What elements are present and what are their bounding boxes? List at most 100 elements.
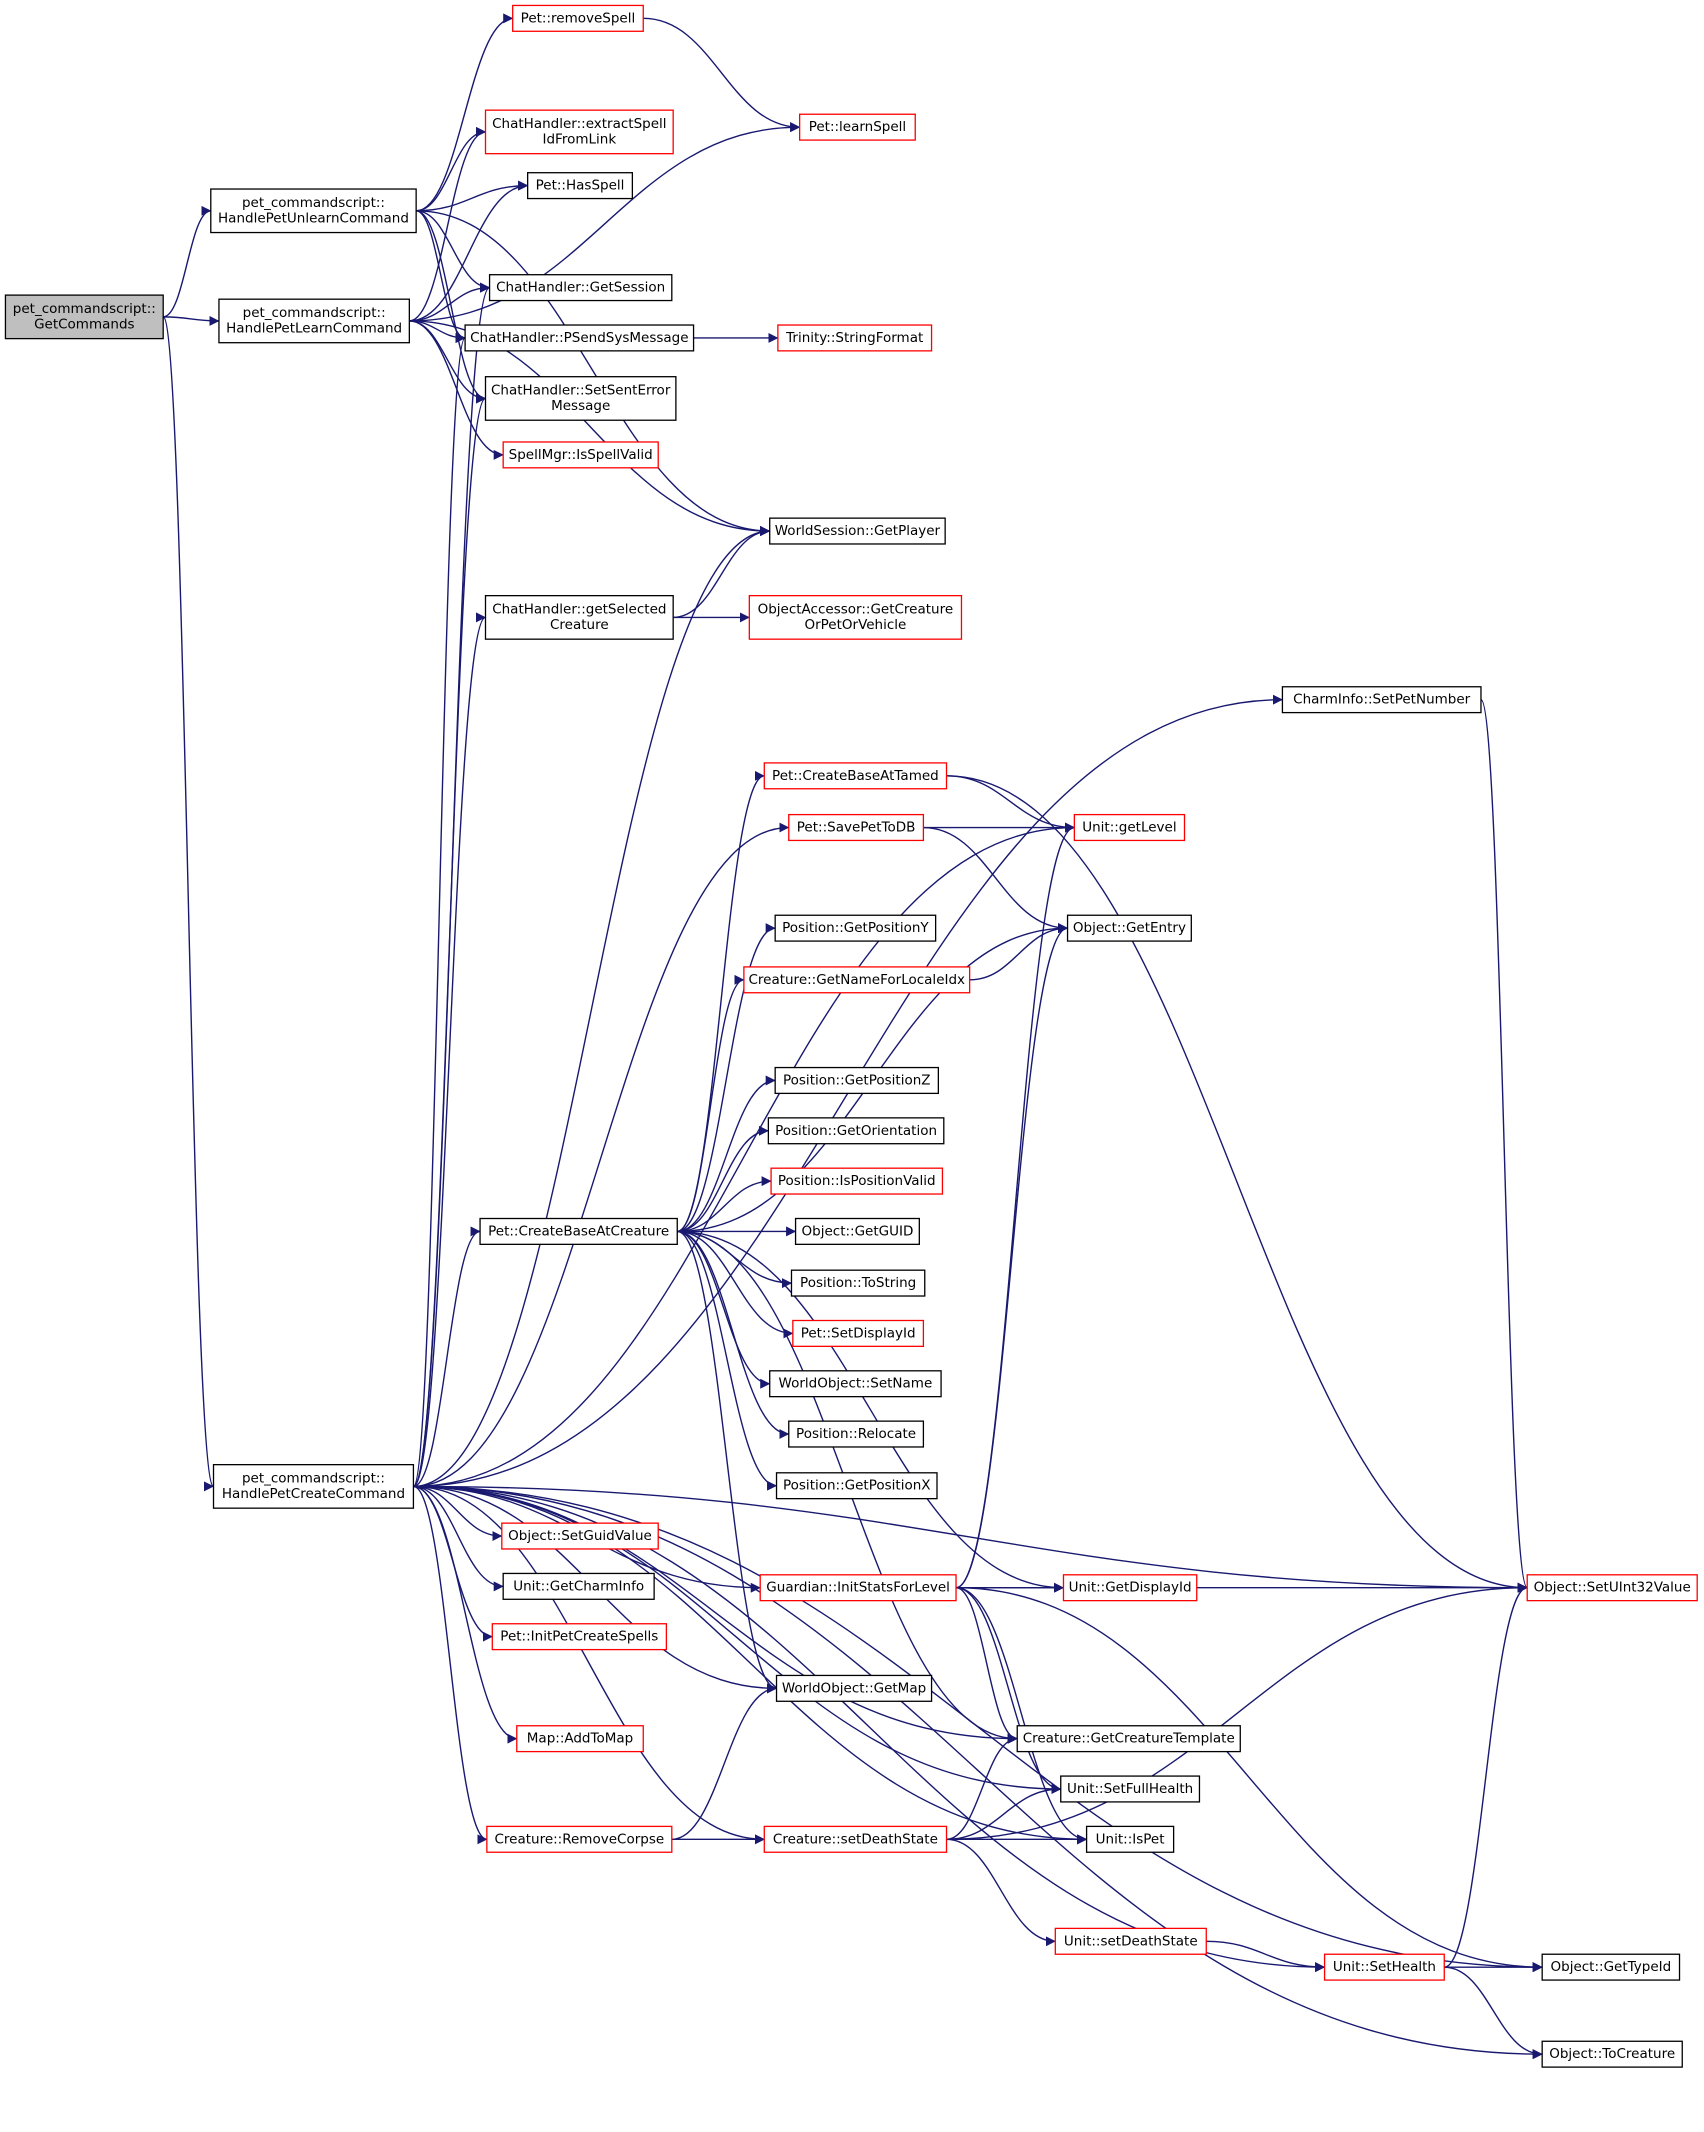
node-posY[interactable]: Position::GetPositionY bbox=[774, 914, 937, 942]
edge-guardianInit-to-getTypeId bbox=[956, 1587, 1543, 1973]
node-label: Object::GetTypeId bbox=[1551, 1959, 1672, 1975]
node-objAcc[interactable]: ObjectAccessor::GetCreatureOrPetOrVehicl… bbox=[748, 595, 963, 640]
node-setHealth[interactable]: Unit::SetHealth bbox=[1323, 1953, 1445, 1981]
node-label: IdFromLink bbox=[543, 132, 617, 148]
edge-setHealth-to-toCreature bbox=[1444, 1966, 1543, 2060]
node-box bbox=[1281, 686, 1482, 714]
node-getMap[interactable]: WorldObject::GetMap bbox=[775, 1674, 933, 1702]
node-box bbox=[788, 1420, 925, 1448]
node-setName[interactable]: WorldObject::SetName bbox=[769, 1370, 942, 1398]
node-box bbox=[491, 1623, 668, 1651]
node-label: Position::GetPositionZ bbox=[783, 1072, 931, 1088]
node-label: Unit::setDeathState bbox=[1064, 1933, 1198, 1949]
node-setUInt32[interactable]: Object::SetUInt32Value bbox=[1526, 1574, 1698, 1602]
node-label: ChatHandler::PSendSysMessage bbox=[470, 330, 688, 346]
node-create[interactable]: pet_commandscript::HandlePetCreateComman… bbox=[212, 1464, 415, 1509]
node-relocate[interactable]: Position::Relocate bbox=[788, 1420, 925, 1448]
node-box bbox=[1526, 1574, 1698, 1602]
edge-guardianInit-to-isPet bbox=[956, 1587, 1088, 1845]
node-box bbox=[794, 1217, 920, 1245]
edge-createBaseCreature-to-createBaseTamed bbox=[677, 770, 765, 1233]
node-getDisplayId[interactable]: Unit::GetDisplayId bbox=[1062, 1574, 1198, 1602]
edge-unlearn-to-psend bbox=[415, 210, 466, 343]
node-setPetNumber[interactable]: CharmInfo::SetPetNumber bbox=[1281, 686, 1482, 714]
node-label: Pet::CreateBaseAtCreature bbox=[488, 1223, 669, 1239]
node-setDisplayId[interactable]: Pet::SetDisplayId bbox=[792, 1319, 925, 1347]
node-label: pet_commandscript:: bbox=[242, 195, 385, 211]
node-isSpellValid[interactable]: SpellMgr::IsSpellValid bbox=[502, 441, 659, 469]
node-label: Position::GetOrientation bbox=[775, 1123, 937, 1139]
edge-removeSpell-to-learnSpell bbox=[643, 17, 801, 133]
node-learnSpell[interactable]: Pet::learnSpell bbox=[798, 113, 916, 141]
node-box bbox=[1062, 1574, 1198, 1602]
node-box bbox=[1085, 1825, 1175, 1853]
node-removeCorpse[interactable]: Creature::RemoveCorpse bbox=[486, 1825, 673, 1853]
node-label: OrPetOrVehicle bbox=[804, 617, 906, 633]
node-box bbox=[1541, 2040, 1683, 2068]
node-label: CharmInfo::SetPetNumber bbox=[1293, 692, 1470, 708]
node-box bbox=[788, 813, 925, 842]
node-label: WorldSession::GetPlayer bbox=[775, 523, 941, 539]
edge-create-to-setFullHealth bbox=[413, 1485, 1062, 1794]
node-createBaseCreature[interactable]: Pet::CreateBaseAtCreature bbox=[479, 1217, 678, 1245]
node-hasSpell[interactable]: Pet::HasSpell bbox=[527, 172, 634, 200]
node-toString[interactable]: Position::ToString bbox=[790, 1269, 926, 1297]
node-initPetSpells[interactable]: Pet::InitPetCreateSpells bbox=[491, 1623, 668, 1651]
node-box bbox=[479, 1217, 678, 1245]
node-label: WorldObject::SetName bbox=[779, 1376, 933, 1392]
node-root[interactable]: pet_commandscript::GetCommands bbox=[4, 294, 164, 340]
node-setFullHealth[interactable]: Unit::SetFullHealth bbox=[1060, 1775, 1201, 1803]
node-orient[interactable]: Position::GetOrientation bbox=[767, 1117, 945, 1145]
node-getGuid[interactable]: Object::GetGUID bbox=[794, 1217, 920, 1245]
node-getPlayer[interactable]: WorldSession::GetPlayer bbox=[769, 517, 946, 545]
node-toCreature[interactable]: Object::ToCreature bbox=[1541, 2040, 1683, 2068]
edge-unlearn-to-getSession bbox=[416, 210, 491, 293]
node-label: Position::GetPositionY bbox=[782, 920, 929, 936]
edge-createBaseCreature-to-posZ bbox=[677, 1075, 776, 1233]
node-removeSpell[interactable]: Pet::removeSpell bbox=[512, 4, 644, 32]
node-label: Creature::GetNameForLocaleIdx bbox=[748, 972, 965, 988]
node-setGuidValue[interactable]: Object::SetGuidValue bbox=[501, 1522, 659, 1550]
node-posValid[interactable]: Position::IsPositionValid bbox=[770, 1167, 944, 1195]
edge-guardianInit-to-getEntry bbox=[955, 923, 1069, 1589]
node-createBaseTamed[interactable]: Pet::CreateBaseAtTamed bbox=[763, 762, 948, 790]
node-getCreatureTpl[interactable]: Creature::GetCreatureTemplate bbox=[1016, 1725, 1241, 1753]
node-isPet[interactable]: Unit::IsPet bbox=[1085, 1825, 1175, 1853]
edge-root-to-learn bbox=[163, 315, 220, 326]
node-box bbox=[464, 324, 695, 352]
edge-learn-to-learnSpell bbox=[409, 122, 801, 322]
node-posZ[interactable]: Position::GetPositionZ bbox=[774, 1066, 940, 1095]
node-getEntry[interactable]: Object::GetEntry bbox=[1066, 914, 1192, 942]
node-getTypeId[interactable]: Object::GetTypeId bbox=[1541, 1953, 1681, 1981]
node-guardianInit[interactable]: Guardian::InitStatsForLevel bbox=[759, 1574, 957, 1602]
edge-create-to-getPlayer bbox=[413, 526, 771, 1488]
node-learn[interactable]: pet_commandscript::HandlePetLearnCommand bbox=[218, 298, 410, 344]
node-getSession[interactable]: ChatHandler::GetSession bbox=[488, 274, 673, 302]
node-label: Unit::GetDisplayId bbox=[1069, 1580, 1192, 1596]
node-strfmt[interactable]: Trinity::StringFormat bbox=[777, 324, 933, 352]
node-cSetDeathState[interactable]: Creature::setDeathState bbox=[763, 1825, 948, 1853]
edge-createBaseCreature-to-getDisplayId bbox=[677, 1230, 1064, 1593]
node-getCharmInfo[interactable]: Unit::GetCharmInfo bbox=[502, 1572, 655, 1600]
node-posX[interactable]: Position::GetPositionX bbox=[775, 1472, 938, 1500]
node-label: Trinity::StringFormat bbox=[785, 330, 923, 346]
node-box bbox=[790, 1269, 926, 1297]
edge-createBaseCreature-to-posX bbox=[677, 1230, 778, 1491]
node-box bbox=[512, 4, 644, 32]
node-addToMap[interactable]: Map::AddToMap bbox=[516, 1725, 644, 1753]
node-getLevel[interactable]: Unit::getLevel bbox=[1073, 813, 1186, 842]
edge-setHealth-to-setUInt32 bbox=[1444, 1582, 1528, 1968]
node-savePet[interactable]: Pet::SavePetToDB bbox=[788, 813, 925, 842]
node-psend[interactable]: ChatHandler::PSendSysMessage bbox=[464, 324, 695, 352]
node-unlearn[interactable]: pet_commandscript::HandlePetUnlearnComma… bbox=[210, 188, 417, 234]
node-box bbox=[218, 298, 410, 344]
node-label: Pet::SetDisplayId bbox=[801, 1325, 916, 1341]
node-uSetDeathState[interactable]: Unit::setDeathState bbox=[1054, 1927, 1207, 1955]
node-box bbox=[777, 324, 933, 352]
edge-create-to-createBaseCreature bbox=[413, 1226, 481, 1488]
node-nameLocale[interactable]: Creature::GetNameForLocaleIdx bbox=[743, 966, 971, 994]
